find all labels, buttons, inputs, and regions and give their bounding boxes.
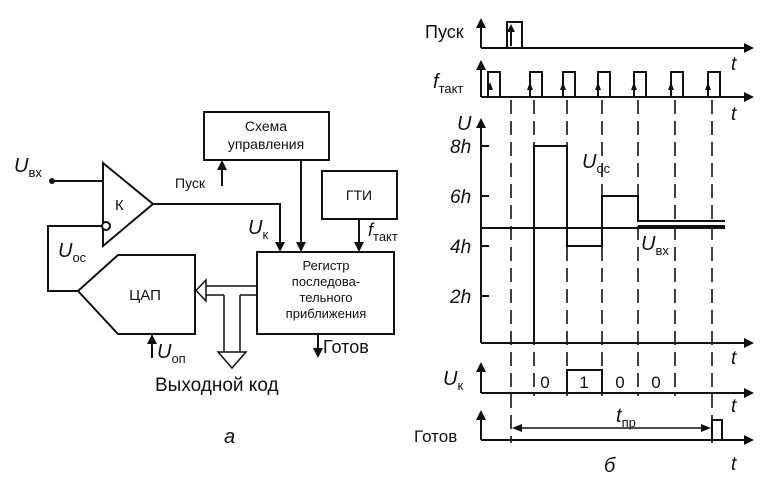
bit-1: 1 [579,373,588,392]
clock-edge-arrow [595,82,601,90]
bus-arrowhead-dac [194,278,207,303]
feedback-wire [47,225,102,292]
timing-uk-label: Uк [443,368,463,393]
comparator [102,160,155,249]
level-2h: 2h [449,287,471,308]
timing-u-in-label: Uвх [641,233,669,258]
clock-axis-arrow [476,60,486,70]
comparator-label: К [115,197,124,214]
clock-edge-arrow [668,82,674,90]
comparator-inverting-input [101,221,111,231]
u-axis-h-arrow [744,338,754,348]
timing-start-label: Пуск [425,22,464,42]
control-block [203,111,330,161]
register-line3: тельного [299,290,352,305]
start-arrow [217,160,227,170]
out-bus-arrowhead [216,351,248,370]
output-code-label: Выходной код [155,375,279,396]
sar-register [256,251,395,335]
start-axis-arrow [476,18,486,28]
u-in-label: Uвх [14,155,42,180]
block-diagram: Uвх К Uк Схема управления Пуск ГТИ fтакт… [14,111,398,448]
t-axis-label-start: t [731,54,737,75]
uk-axis-arrow [476,362,486,372]
u-ref-label: Uоп [157,341,186,366]
start-label: Пуск [175,175,206,191]
clock-edge-arrow [527,82,533,90]
clock-pulse [707,71,721,97]
clock-pulse [670,71,684,97]
register-line1: Регистр [302,258,349,273]
timing-ready-label: Готов [414,427,457,446]
clock-pulse [633,71,647,97]
uk-axis-h-arrow [744,388,754,398]
ready-label: Готов [323,337,369,357]
dac-block [76,254,196,335]
register-line4: приближения [286,306,367,321]
clock-generator-label: ГТИ [346,187,372,203]
t-axis-label-u: t [731,348,737,369]
t-conv-arrow-left [512,424,522,432]
t-axis-label-ready: t [731,454,737,475]
caption-b: б [604,455,616,477]
ready-axis-arrow [476,410,486,420]
timing-u-oc-label: Uос [582,151,611,176]
ref-arrow [147,334,157,344]
bit-2: 0 [615,373,624,392]
clock-pulse [562,71,576,97]
clock-edge-arrow [631,82,637,90]
caption-a: а [224,426,235,448]
clock-pulse [487,71,501,97]
level-8h: 8h [450,137,471,158]
u-oc-label: Uос [58,240,87,265]
uk-arrow [275,242,285,252]
f-clock-label: fтакт [368,220,398,244]
clock-edge-arrow [705,82,711,90]
timing-diagram: Пуск fтакт U 8h 6h 4h 2h Uос Uвх Uк 0 1 … [414,18,754,477]
ready-arrow [313,348,323,358]
u-axis-arrow [476,118,486,128]
level-6h: 6h [450,187,471,208]
axes [476,18,754,445]
control-to-register-arrow [296,242,306,252]
clock-edge-arrow [560,82,566,90]
ready-axis-h-arrow [744,435,754,445]
clock-pulses [487,71,721,97]
t-conv-arrow-right [701,424,711,432]
level-4h: 4h [450,237,471,258]
control-block-line1: Схема [245,118,287,134]
ready-pulse [711,419,723,440]
register-line2: последова- [292,274,360,289]
clock-arrow [354,242,364,252]
start-axis-h-arrow [744,43,754,53]
u-oc-staircase [533,145,725,343]
start-pulse-arrow [507,24,515,32]
clock-edge-arrow [487,82,493,90]
clock-pulse [597,71,611,97]
uk-wire [153,203,281,250]
bit-one-box [566,369,603,394]
control-block-line2: управления [228,136,304,152]
t-axis-label-clock: t [731,104,737,125]
t-conv-label: tпр [616,405,636,430]
start-pulse [506,21,523,48]
bit-3: 0 [651,373,660,392]
clock-pulse [529,71,543,97]
bit-0: 0 [540,373,549,392]
timing-f-clock-label: fтакт [433,71,463,96]
u-axis-label: U [457,113,472,135]
clock-axis-h-arrow [744,92,754,102]
uk-label: Uк [248,217,268,242]
dac-label: ЦАП [129,287,161,304]
clock-generator-block [321,170,398,220]
t-axis-label-uk: t [731,396,737,417]
